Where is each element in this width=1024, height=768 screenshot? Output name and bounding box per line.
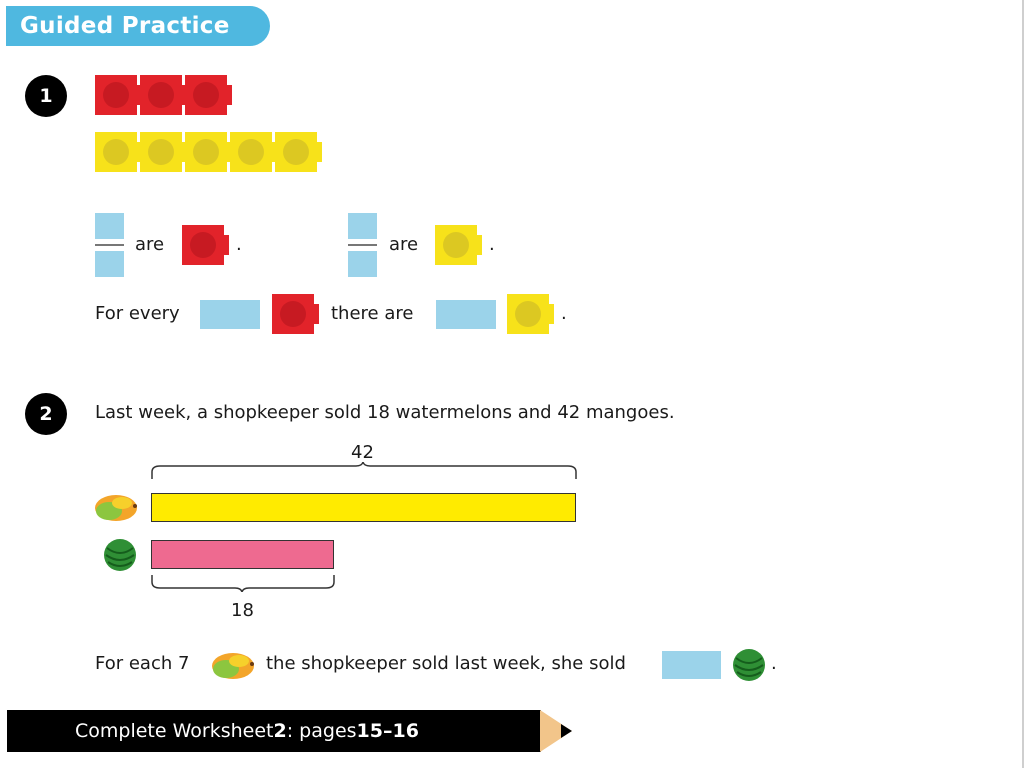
- ratio-middle: there are: [331, 303, 414, 324]
- word-are-1: are: [135, 234, 165, 255]
- red-cube: [185, 75, 232, 115]
- yellow-cube: [275, 132, 322, 172]
- watermelon-icon: [732, 648, 766, 682]
- red-cube: [95, 75, 142, 115]
- watermelon-total-label: 18: [231, 600, 254, 621]
- period: .: [561, 303, 567, 324]
- answer-middle: the shopkeeper sold last week, she sold: [266, 653, 626, 674]
- mango-icon: [95, 495, 137, 521]
- pencil-tip-icon: [540, 710, 572, 752]
- period: .: [771, 653, 777, 674]
- footer-pages: 15–16: [356, 720, 419, 742]
- section-title: Guided Practice: [20, 13, 230, 39]
- red-cube-icon: [272, 294, 319, 334]
- yellow-cube: [95, 132, 142, 172]
- fraction-bar: [95, 244, 124, 246]
- red-cube: [140, 75, 187, 115]
- yellow-cube-train: [95, 132, 322, 172]
- fraction-bar: [348, 244, 377, 246]
- answer-box-yellow-count[interactable]: [436, 300, 496, 329]
- word-are-2: are: [389, 234, 419, 255]
- answer-prefix: For each 7: [95, 653, 190, 674]
- footer-text-a: Complete Worksheet: [75, 720, 274, 742]
- answer-box-denominator-1[interactable]: [95, 251, 124, 277]
- worksheet-banner: Complete Worksheet 2: pages 15–16: [7, 710, 541, 752]
- red-cube-train: [95, 75, 232, 115]
- section-header: Guided Practice: [6, 6, 270, 46]
- yellow-cube-icon: [435, 225, 482, 265]
- mango-total-label: 42: [351, 442, 374, 463]
- ratio-prefix: For every: [95, 303, 180, 324]
- question-number-2: 2: [25, 393, 67, 435]
- footer-text-b: : pages: [286, 720, 357, 742]
- page-edge: [1022, 0, 1024, 768]
- yellow-cube-icon: [507, 294, 554, 334]
- question-number-1: 1: [25, 75, 67, 117]
- period: .: [489, 234, 495, 255]
- answer-box-red-count[interactable]: [200, 300, 260, 329]
- mango-brace: [151, 462, 577, 479]
- answer-box-numerator-2[interactable]: [348, 213, 377, 239]
- period: .: [236, 234, 242, 255]
- yellow-cube: [140, 132, 187, 172]
- footer-worksheet-number: 2: [273, 720, 287, 742]
- yellow-cube: [230, 132, 277, 172]
- mango-icon: [212, 653, 254, 679]
- question-2-prompt: Last week, a shopkeeper sold 18 watermel…: [95, 402, 675, 423]
- answer-box-watermelons[interactable]: [662, 651, 721, 679]
- answer-box-numerator-1[interactable]: [95, 213, 124, 239]
- mango-bar: [151, 493, 576, 522]
- watermelon-bar: [151, 540, 334, 569]
- answer-box-denominator-2[interactable]: [348, 251, 377, 277]
- yellow-cube: [185, 132, 232, 172]
- red-cube-icon: [182, 225, 229, 265]
- watermelon-icon: [103, 538, 137, 572]
- watermelon-brace: [151, 575, 335, 592]
